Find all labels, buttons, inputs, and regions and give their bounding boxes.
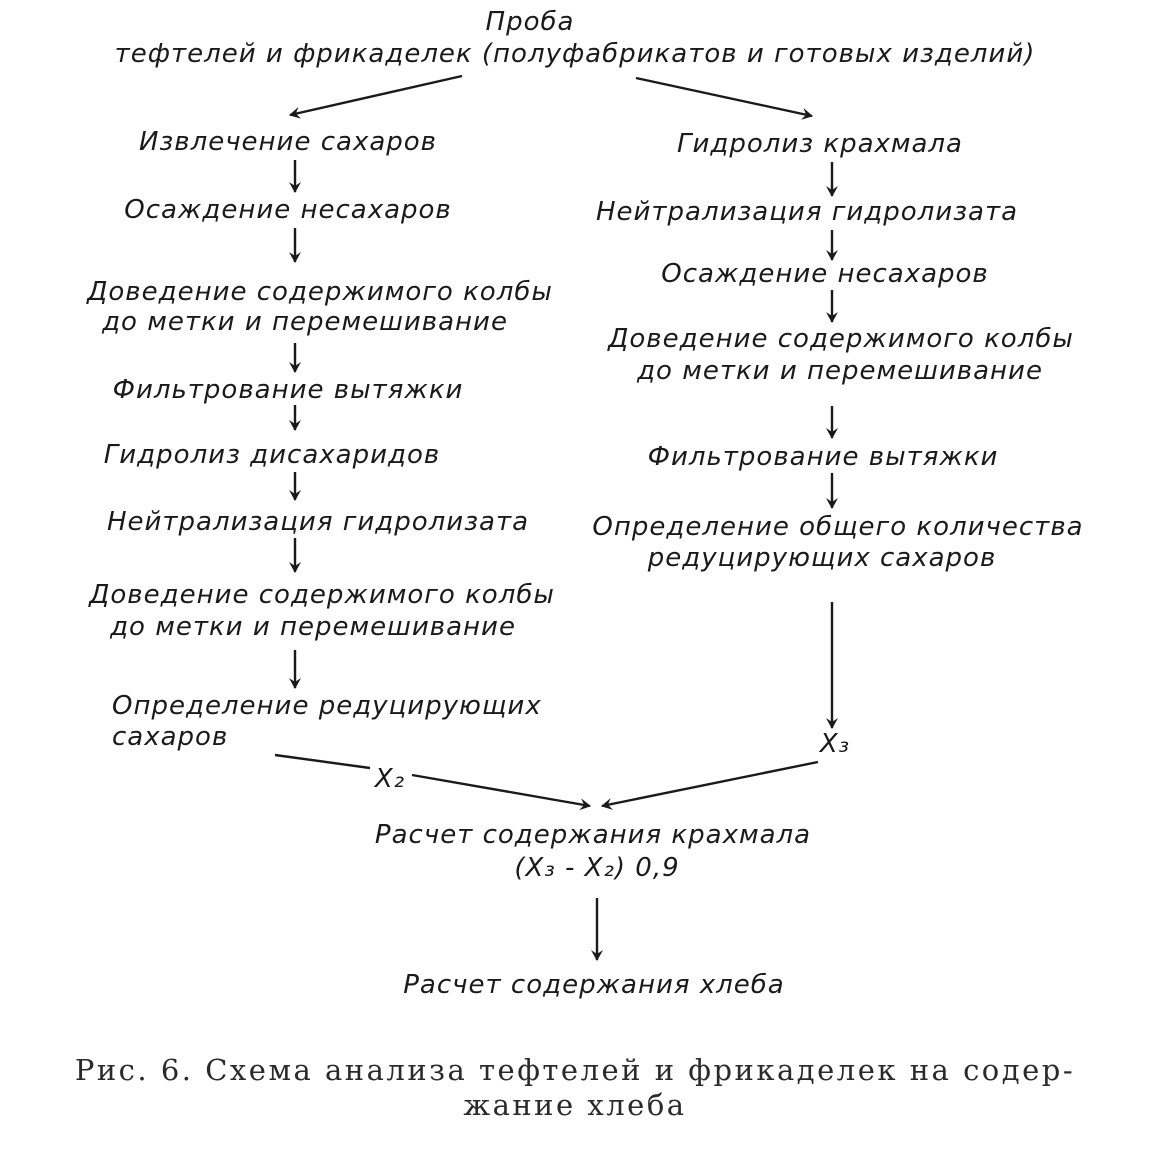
node-sample-line2: тефтелей и фрикаделек (полуфабрикатов и … (115, 39, 1036, 69)
node-starch-calculation: Расчет содержания крахмала (X₃ - X₂) 0,9 (375, 820, 811, 883)
node-left-extraction-text: Извлечение сахаров (139, 127, 437, 157)
caption-line2: жание хлеба (463, 1088, 686, 1122)
node-left-extraction: Извлечение сахаров (139, 127, 437, 157)
figure-caption: Рис. 6. Схема анализа тефтелей и фрикаде… (75, 1053, 1075, 1122)
node-left-precipitation: Осаждение несахаров (124, 195, 452, 225)
edge-sample-to-extraction (289, 74, 463, 119)
node-left-neutralization: Нейтрализация гидролизата (107, 507, 529, 537)
label-x3: X₃ (818, 729, 850, 759)
node-right-dilution-line2: до метки и перемешивание (636, 356, 1043, 386)
node-right-starch-hydrolysis: Гидролиз крахмала (677, 129, 963, 159)
label-x2: X₂ (373, 764, 405, 794)
label-x2-text: X₂ (373, 764, 405, 794)
node-bread-calculation-text: Расчет содержания хлеба (403, 970, 784, 1000)
node-left-dilution-2-line1: Доведение содержимого колбы (88, 580, 555, 610)
node-right-neutralization: Нейтрализация гидролизата (596, 197, 1018, 227)
node-left-precipitation-text: Осаждение несахаров (124, 195, 452, 225)
node-starch-calculation-line1: Расчет содержания крахмала (375, 820, 811, 850)
node-right-dilution: Доведение содержимого колбы до метки и п… (607, 324, 1074, 386)
node-left-reducing-sugars-line1: Определение редуцирующих (112, 691, 542, 721)
node-right-total-sugars-line2: редуцирующих сахаров (647, 543, 997, 573)
node-sample-line1: Проба (486, 7, 575, 37)
edge-sample-to-starch-hydrolysis (635, 76, 813, 120)
node-right-filtration: Фильтрование вытяжки (648, 442, 999, 472)
edges (274, 74, 838, 961)
node-left-reducing-sugars: Определение редуцирующих сахаров (112, 691, 542, 752)
node-starch-calculation-line2: (X₃ - X₂) 0,9 (514, 853, 679, 883)
edge-x3-to-calculation (601, 760, 819, 810)
node-left-neutralization-text: Нейтрализация гидролизата (107, 507, 529, 537)
node-left-filtration-text: Фильтрование вытяжки (113, 375, 464, 405)
caption-line1: Рис. 6. Схема анализа тефтелей и фрикаде… (75, 1053, 1075, 1087)
node-right-total-sugars-line1: Определение общего количества (592, 512, 1083, 542)
edge-x2-to-calculation (274, 753, 371, 770)
node-left-hydrolysis: Гидролиз дисахаридов (104, 440, 440, 470)
node-right-neutralization-text: Нейтрализация гидролизата (596, 197, 1018, 227)
node-left-reducing-sugars-line2: сахаров (112, 722, 228, 752)
node-left-dilution-1: Доведение содержимого колбы до метки и п… (86, 277, 553, 337)
label-x3-text: X₃ (818, 729, 850, 759)
node-right-starch-hydrolysis-text: Гидролиз крахмала (677, 129, 963, 159)
node-right-filtration-text: Фильтрование вытяжки (648, 442, 999, 472)
node-right-total-sugars: Определение общего количества редуцирующ… (592, 512, 1083, 573)
node-sample: Проба тефтелей и фрикаделек (полуфабрика… (115, 7, 1036, 69)
node-left-dilution-2: Доведение содержимого колбы до метки и п… (88, 580, 555, 642)
node-left-dilution-1-line1: Доведение содержимого колбы (86, 277, 553, 307)
node-right-precipitation-text: Осаждение несахаров (661, 259, 989, 289)
node-left-hydrolysis-text: Гидролиз дисахаридов (104, 440, 440, 470)
node-right-dilution-line1: Доведение содержимого колбы (607, 324, 1074, 354)
node-bread-calculation: Расчет содержания хлеба (403, 970, 784, 1000)
node-left-dilution-1-line2: до метки и перемешивание (101, 307, 508, 337)
node-left-filtration: Фильтрование вытяжки (113, 375, 464, 405)
node-right-precipitation: Осаждение несахаров (661, 259, 989, 289)
edge-x2-to-calculation-arrow (411, 773, 591, 811)
node-left-dilution-2-line2: до метки и перемешивание (109, 612, 516, 642)
